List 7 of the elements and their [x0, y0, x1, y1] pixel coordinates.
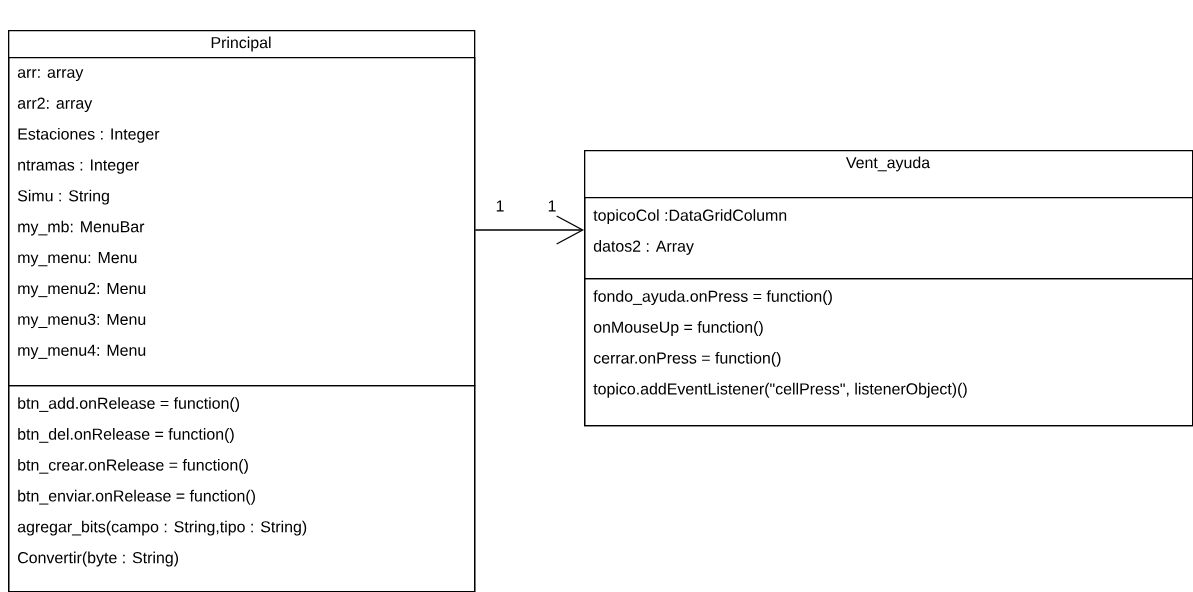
compartment: topicoCol :DataGridColumn datos2 : Array — [584, 197, 1193, 280]
compartment: btn_add.onRelease = function() btn_del.onRelease = function() btn_crear.onRelease = function() btn_enviar.onRelease = function() agregar_bits(campo : String,tipo : String) Convertir(byte : String) — [8, 385, 476, 592]
compartment: fondo_ayuda.onPress = function() onMouseUp = function() cerrar.onPress = function() topico.addEventListener("cellPress", listenerObject)() — [584, 278, 1193, 427]
association-arrow — [474, 215, 584, 245]
multiplicity-label: 1 — [548, 200, 556, 212]
compartment: arr: array arr2: array Estaciones : Integer ntramas : Integer Simu : String my_mb: MenuBar my_menu: Menu my_menu2: Menu my_menu3: Menu my_menu4: Menu — [8, 57, 476, 387]
multiplicity-label: 1 — [496, 200, 504, 212]
